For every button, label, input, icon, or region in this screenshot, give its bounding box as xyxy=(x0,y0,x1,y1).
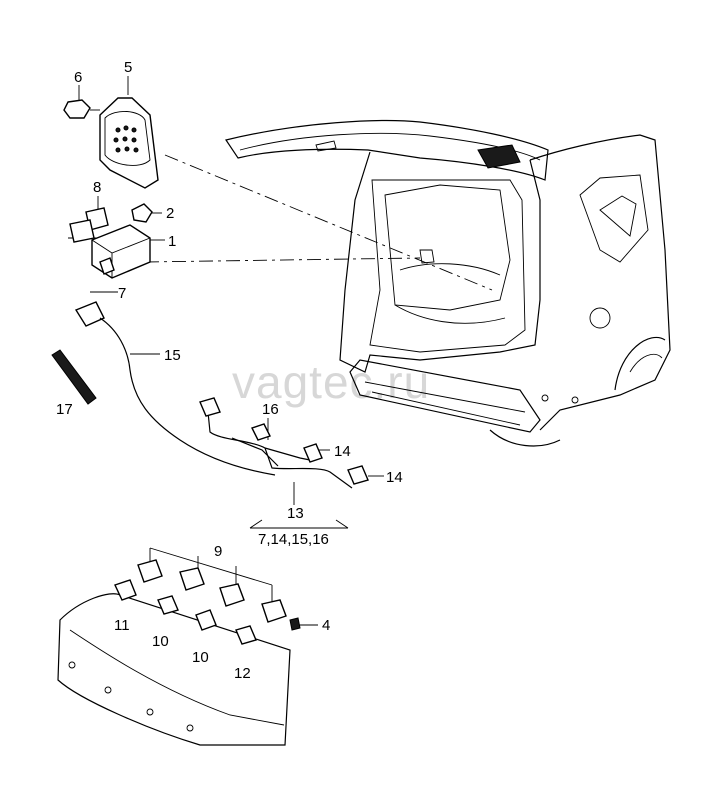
callout-1: 1 xyxy=(168,233,176,250)
sensor-holders xyxy=(114,579,301,645)
callout-labels: 5 6 8 2 1 7 15 17 16 14 14 13 7,14,15,16… xyxy=(56,59,403,682)
callout-14-lower: 14 xyxy=(386,469,403,486)
callout-12: 12 xyxy=(234,665,251,682)
callout-10-left: 10 xyxy=(152,633,169,650)
part-7-plug xyxy=(74,301,276,476)
part-5-buzzer xyxy=(99,97,159,189)
part-17-corrugated-tube xyxy=(51,349,97,405)
callout-2: 2 xyxy=(166,205,174,222)
callout-9: 9 xyxy=(214,543,222,560)
callout-13: 13 xyxy=(287,505,304,522)
part-2-clip xyxy=(131,203,153,223)
bumper-cover xyxy=(57,593,291,746)
callout-10-right: 10 xyxy=(192,649,209,666)
watermark: vagtec.ru xyxy=(232,356,430,408)
park-sensors xyxy=(137,559,287,623)
callout-7: 7 xyxy=(118,285,126,302)
callout-8: 8 xyxy=(93,179,101,196)
callout-13-contents: 7,14,15,16 xyxy=(258,531,329,548)
callout-6: 6 xyxy=(74,69,82,86)
callout-11: 11 xyxy=(114,617,130,634)
callout-16: 16 xyxy=(262,401,279,418)
callout-17: 17 xyxy=(56,401,73,418)
part-6-nut xyxy=(63,99,100,119)
callout-4: 4 xyxy=(322,617,330,634)
vehicle-rear-view xyxy=(225,120,671,447)
part-8-connector xyxy=(69,207,109,243)
part-13-wiring-harness xyxy=(199,397,369,489)
part-1-control-unit xyxy=(91,224,151,279)
callout-14-upper: 14 xyxy=(334,443,351,460)
callout-5: 5 xyxy=(124,59,132,76)
callout-15: 15 xyxy=(164,347,181,364)
